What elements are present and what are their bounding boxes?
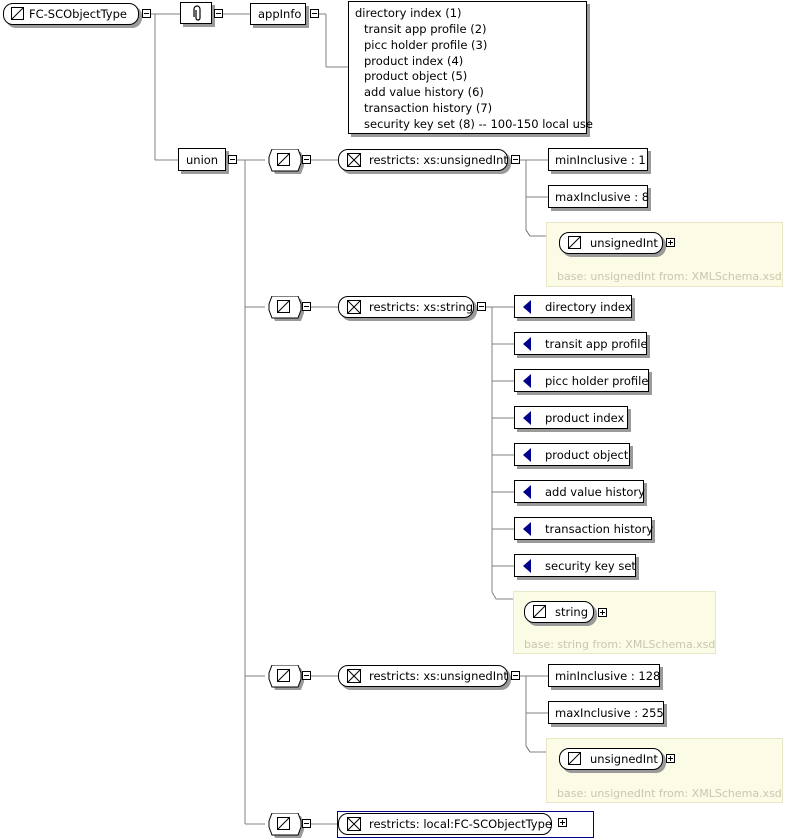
facet-node[interactable]: maxInclusive : 255 <box>548 701 664 724</box>
root-collapse-toggle[interactable] <box>142 9 151 18</box>
union-node[interactable]: union <box>178 148 226 171</box>
enumeration-icon <box>523 411 531 425</box>
simple-type-icon <box>568 752 581 765</box>
enumeration-label: product index <box>545 411 625 425</box>
enumeration-icon <box>523 448 531 462</box>
restriction-icon <box>347 153 361 167</box>
base-type-label: unsignedInt <box>590 236 658 250</box>
member-type-node[interactable] <box>265 813 304 838</box>
restriction-label: restricts: local:FC-SCObjectType <box>369 817 552 831</box>
member-collapse-toggle[interactable] <box>302 155 311 164</box>
annotation-collapse-toggle[interactable] <box>214 9 223 18</box>
simple-type-icon <box>11 7 24 20</box>
base-type-note: base: unsignedInt from: XMLSchema.xsd <box>557 270 782 283</box>
enumeration-node[interactable]: security key set <box>514 554 636 577</box>
restriction-icon <box>347 300 361 314</box>
facet-node[interactable]: minInclusive : 128 <box>548 664 660 687</box>
member-type-node[interactable] <box>265 665 304 690</box>
enumeration-node[interactable]: product object <box>514 443 630 466</box>
doc-line: add value history (6) <box>364 85 484 99</box>
member-collapse-toggle[interactable] <box>302 302 311 311</box>
enumeration-node[interactable]: transit app profile <box>514 332 648 355</box>
base-type-node[interactable]: unsignedInt <box>559 232 663 254</box>
doc-line: transaction history (7) <box>364 101 493 115</box>
member-type-node[interactable] <box>265 296 304 321</box>
enumeration-node[interactable]: add value history <box>514 480 645 503</box>
doc-line: directory index (1) <box>355 6 462 20</box>
facet-node[interactable]: minInclusive : 1 <box>548 148 648 171</box>
base-type-expand-toggle[interactable] <box>598 608 607 617</box>
enumeration-label: security key set <box>545 559 636 573</box>
enumeration-label: picc holder profile <box>545 374 649 388</box>
enumeration-node[interactable]: product index <box>514 406 628 429</box>
doc-line: security key set (8) -- 100-150 local us… <box>364 117 594 131</box>
simple-type-icon <box>568 236 581 249</box>
restriction-node[interactable]: restricts: xs:unsignedInt <box>338 665 508 687</box>
facet-label: minInclusive : 1 <box>555 153 646 167</box>
restriction-node[interactable]: restricts: xs:string <box>338 296 474 318</box>
appinfo-node[interactable]: appInfo <box>250 3 306 25</box>
enumeration-node[interactable]: transaction history <box>514 517 654 540</box>
appinfo-label: appInfo <box>258 7 302 21</box>
base-type-expand-toggle[interactable] <box>666 238 675 247</box>
restriction-icon <box>347 817 361 831</box>
restriction-node[interactable]: restricts: xs:unsignedInt <box>338 149 508 171</box>
enumeration-icon <box>523 337 531 351</box>
member-type-node[interactable] <box>265 149 304 174</box>
base-type-label: string <box>555 605 589 619</box>
restriction-collapse-toggle[interactable] <box>511 155 520 164</box>
union-collapse-toggle[interactable] <box>228 155 237 164</box>
restriction-label: restricts: xs:string <box>369 300 474 314</box>
enumeration-label: transit app profile <box>545 337 648 351</box>
restriction-label: restricts: xs:unsignedInt <box>369 669 508 683</box>
doc-line: transit app profile (2) <box>364 22 487 36</box>
enumeration-icon <box>523 300 531 314</box>
facet-label: maxInclusive : 8 <box>555 190 650 204</box>
facet-node[interactable]: maxInclusive : 8 <box>548 185 650 208</box>
base-type-label: unsignedInt <box>590 752 658 766</box>
restriction-collapse-toggle[interactable] <box>477 302 486 311</box>
doc-line: product index (4) <box>364 54 464 68</box>
enumeration-label: transaction history <box>545 522 654 536</box>
base-type-node[interactable]: unsignedInt <box>559 748 663 770</box>
base-type-note: base: string from: XMLSchema.xsd <box>524 638 716 651</box>
enumeration-label: product object <box>545 448 629 462</box>
enumeration-node[interactable]: directory index <box>514 295 632 318</box>
facet-label: minInclusive : 128 <box>555 669 661 683</box>
base-type-note: base: unsignedInt from: XMLSchema.xsd <box>557 787 782 800</box>
doc-line: product object (5) <box>364 69 468 83</box>
restriction-collapse-toggle[interactable] <box>511 671 520 680</box>
base-type-expand-toggle[interactable] <box>666 754 675 763</box>
facet-label: maxInclusive : 255 <box>555 706 664 720</box>
enumeration-node[interactable]: picc holder profile <box>514 369 649 392</box>
restriction-icon <box>347 669 361 683</box>
enumeration-icon <box>523 374 531 388</box>
member-collapse-toggle[interactable] <box>302 819 311 828</box>
enumeration-icon <box>523 522 531 536</box>
member-collapse-toggle[interactable] <box>302 671 311 680</box>
annotation-node[interactable] <box>180 2 212 24</box>
paperclip-icon <box>193 5 201 21</box>
appinfo-doc-box: directory index (1) transit app profile … <box>348 1 593 134</box>
restriction-node[interactable]: restricts: local:FC-SCObjectType <box>338 813 552 835</box>
simple-type-icon <box>533 605 546 618</box>
root-simple-type[interactable]: FC-SCObjectType <box>3 3 139 25</box>
restriction-expand-toggle[interactable] <box>558 818 567 827</box>
enumeration-label: directory index <box>545 300 632 314</box>
enumeration-icon <box>523 559 531 573</box>
restriction-label: restricts: xs:unsignedInt <box>369 153 508 167</box>
union-label: union <box>186 153 219 167</box>
doc-line: picc holder profile (3) <box>364 38 488 52</box>
enumeration-icon <box>523 485 531 499</box>
root-type-label: FC-SCObjectType <box>29 7 127 21</box>
enumeration-label: add value history <box>545 485 645 499</box>
selected-restriction-frame[interactable] <box>337 811 594 838</box>
appinfo-collapse-toggle[interactable] <box>310 9 319 18</box>
base-type-node[interactable]: string <box>524 601 594 623</box>
